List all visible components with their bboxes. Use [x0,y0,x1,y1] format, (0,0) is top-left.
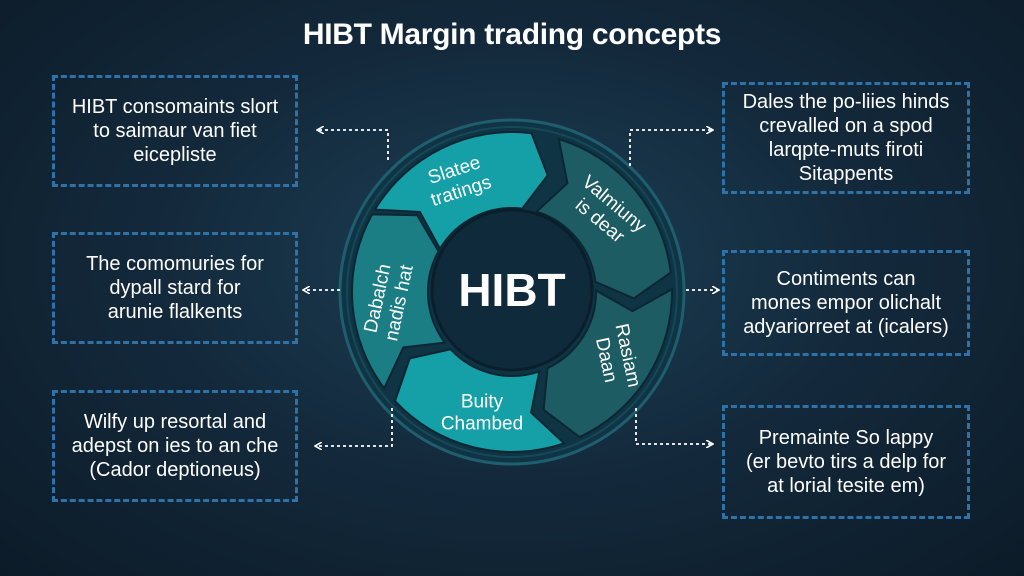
note-box-right-1: Dales the po-liies hinds crevalled on a … [722,82,970,194]
connector-left-1 [318,130,389,160]
note-left-1-line-1: HIBT consomaints slort [71,96,279,118]
note-left-1-line-2: to saimaur van fiet [93,120,257,142]
hub-circle [430,208,594,372]
note-left-2-line-3: arunie flalkents [107,301,243,323]
connector-left-3 [316,408,393,446]
note-right-1-line-2: crevalled on a spod [759,115,933,137]
note-right-3-line-3: at lorial tesite em) [767,475,925,497]
note-right-3-line-1: Premainte So lappy [758,427,934,449]
note-right-3-line-2: (er bevto tirs a delp for [745,451,947,473]
note-box-right-3: Premainte So lappy (er bevto tirs a delp… [722,405,970,519]
hub-label: HIBT [458,264,565,316]
segment-4-line-1: Buity [461,391,504,412]
note-left-1-line-3: eicepliste [133,144,217,166]
segment-4-line-2: Chambed [441,413,523,434]
note-right-2-line-1: Contiments can [776,268,916,290]
note-box-left-2: The comomuries for dypall stard for arun… [52,232,298,344]
note-right-1-line-1: Dales the po-liies hinds [742,91,950,113]
cycle-segment-2 [534,137,672,300]
note-left-2-line-2: dypall stard for [109,277,241,299]
note-left-3-line-3: (Cador deptioneus) [89,459,261,481]
note-right-1-line-3: larqpte-muts firoti [768,139,924,161]
note-box-left-1: HIBT consomaints slort to saimaur van fi… [52,75,298,187]
note-right-2-line-2: mones empor olichalt [750,292,942,314]
connector-right-1 [629,130,712,166]
cycle-segment-3 [542,287,674,439]
note-left-3-line-2: adepst on ies to an che [71,435,279,457]
note-right-1-line-4: Sitappents [798,163,894,185]
diagram-title: HIBT Margin trading concepts [302,18,722,51]
note-left-2-line-1: The comomuries for [86,253,264,275]
note-left-3-line-1: Wilfy up resortal and [83,411,267,433]
outer-ring-inner-edge [346,126,678,458]
note-right-2-line-3: adyariorreet at (icalers) [743,316,949,338]
note-box-left-3: Wilfy up resortal and adepst on ies to a… [52,390,298,502]
connector-right-3 [635,408,712,444]
cycle-segment-4 [393,348,566,453]
note-box-right-2: Contiments can mones empor olichalt adya… [722,250,970,356]
cycle-segment-1 [373,131,549,251]
cycle-segment-5 [351,213,447,391]
